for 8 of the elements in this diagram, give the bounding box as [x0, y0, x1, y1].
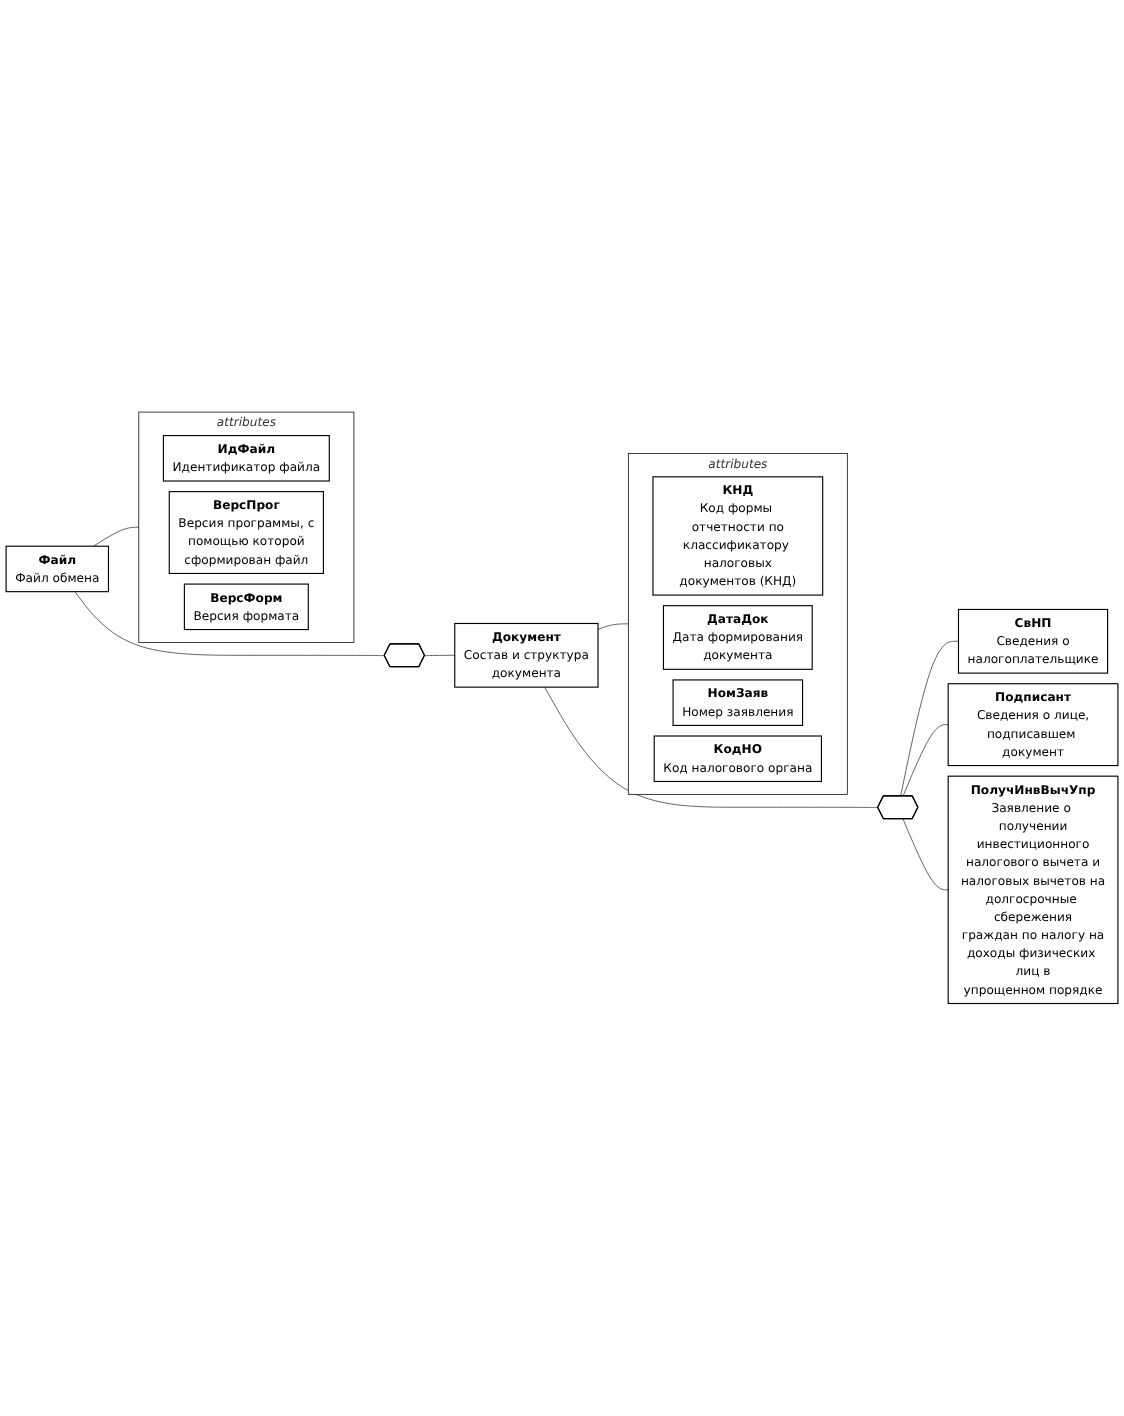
connector — [902, 818, 949, 891]
connector — [902, 724, 949, 797]
connector — [544, 686, 879, 809]
connector — [74, 591, 385, 657]
connector — [93, 527, 140, 547]
connector — [597, 623, 629, 630]
connector — [424, 655, 456, 657]
connector — [900, 641, 959, 797]
